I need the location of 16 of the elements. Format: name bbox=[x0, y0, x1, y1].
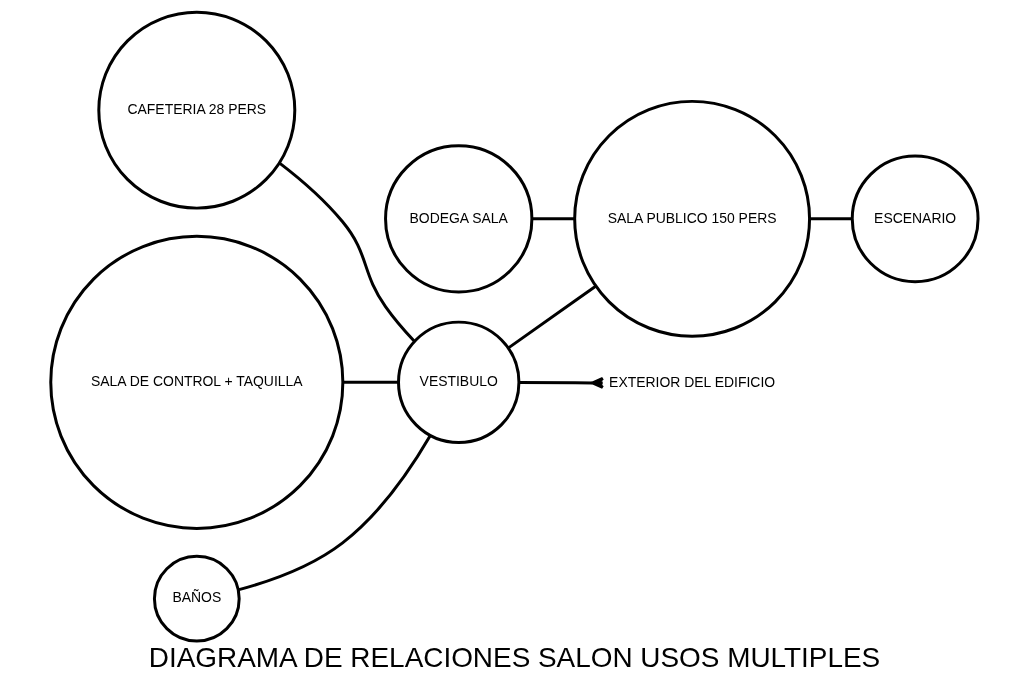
connector bbox=[532, 217, 575, 221]
node-circle: SALA DE CONTROL + TAQUILLA bbox=[49, 234, 345, 530]
node-circle: BAÑOS bbox=[152, 554, 241, 643]
connector bbox=[507, 285, 597, 350]
connector bbox=[278, 161, 416, 342]
node-circle: CAFETERIA 28 PERS bbox=[97, 10, 297, 210]
node-text: EXTERIOR DEL EDIFICIO bbox=[609, 374, 776, 391]
connector bbox=[519, 376, 605, 389]
connector bbox=[342, 380, 399, 384]
connector bbox=[809, 217, 852, 221]
node-circle: SALA PUBLICO 150 PERS bbox=[573, 99, 812, 338]
node-circle: ESCENARIO bbox=[850, 154, 980, 284]
diagram-title: DIAGRAMA DE RELACIONES SALON USOS MULTIPLES bbox=[148, 642, 881, 674]
connector bbox=[237, 434, 432, 592]
node-circle: VESTIBULO bbox=[397, 320, 521, 445]
node-circle: BODEGA SALA bbox=[384, 144, 534, 294]
